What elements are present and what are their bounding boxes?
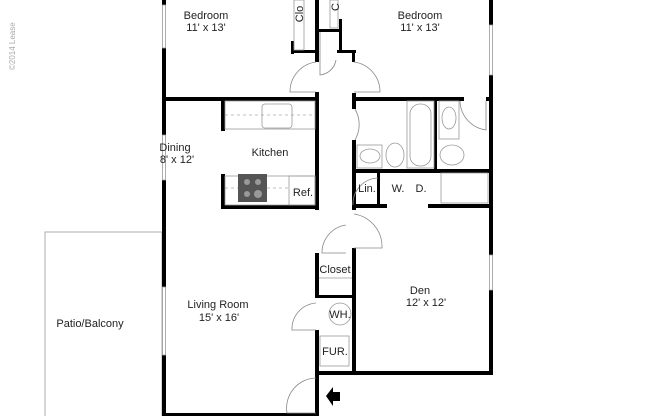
doors <box>286 32 487 414</box>
furnace-label: FUR. <box>322 346 348 358</box>
bedroom-left-name: Bedroom <box>184 10 229 22</box>
shower-icon <box>440 172 489 204</box>
patio-name: Patio/Balcony <box>56 318 124 330</box>
water-heater-label: WH. <box>329 309 350 321</box>
living-size: 15' x 16' <box>199 312 239 324</box>
room-labels: Bedroom 11' x 13' Bedroom 11' x 13' Dini… <box>56 10 446 358</box>
linen-label: Lin. <box>358 183 376 195</box>
sink-icon <box>356 144 383 169</box>
living-name: Living Room <box>187 299 248 311</box>
entry-arrow-icon <box>326 387 340 406</box>
stove-icon <box>238 174 267 202</box>
walls <box>162 0 493 416</box>
bedroom-right-size: 11' x 13' <box>400 22 439 34</box>
dryer-label: D. <box>416 183 427 195</box>
kitchen-name: Kitchen <box>252 147 289 159</box>
bath-fixtures <box>319 100 489 367</box>
kitchen-fixtures <box>224 100 316 206</box>
sink-icon <box>261 103 293 129</box>
copyright-text: ©2014 Lease <box>8 22 17 70</box>
closet-left-label: Clo <box>294 6 306 23</box>
washer-label: W. <box>392 183 405 195</box>
dining-size: 8' x 12' <box>160 154 194 166</box>
bathtub-icon <box>406 100 435 169</box>
closet-label: Closet <box>319 264 350 276</box>
bedroom-left-size: 11' x 13' <box>186 22 225 34</box>
refrigerator <box>288 175 316 206</box>
water-heater <box>328 302 352 326</box>
dining-name: Dining <box>159 142 190 154</box>
sink-icon <box>438 100 460 140</box>
den-size: 12' x 12' <box>406 297 446 309</box>
bedroom-right-name: Bedroom <box>398 10 443 22</box>
closet-right-label: C <box>330 3 342 11</box>
furnace <box>319 335 350 367</box>
den-name: Den <box>410 285 430 297</box>
ref-label: Ref. <box>293 187 313 199</box>
toilet-icon <box>439 144 465 166</box>
patio-outline <box>44 231 163 416</box>
toilet-icon <box>385 142 405 168</box>
